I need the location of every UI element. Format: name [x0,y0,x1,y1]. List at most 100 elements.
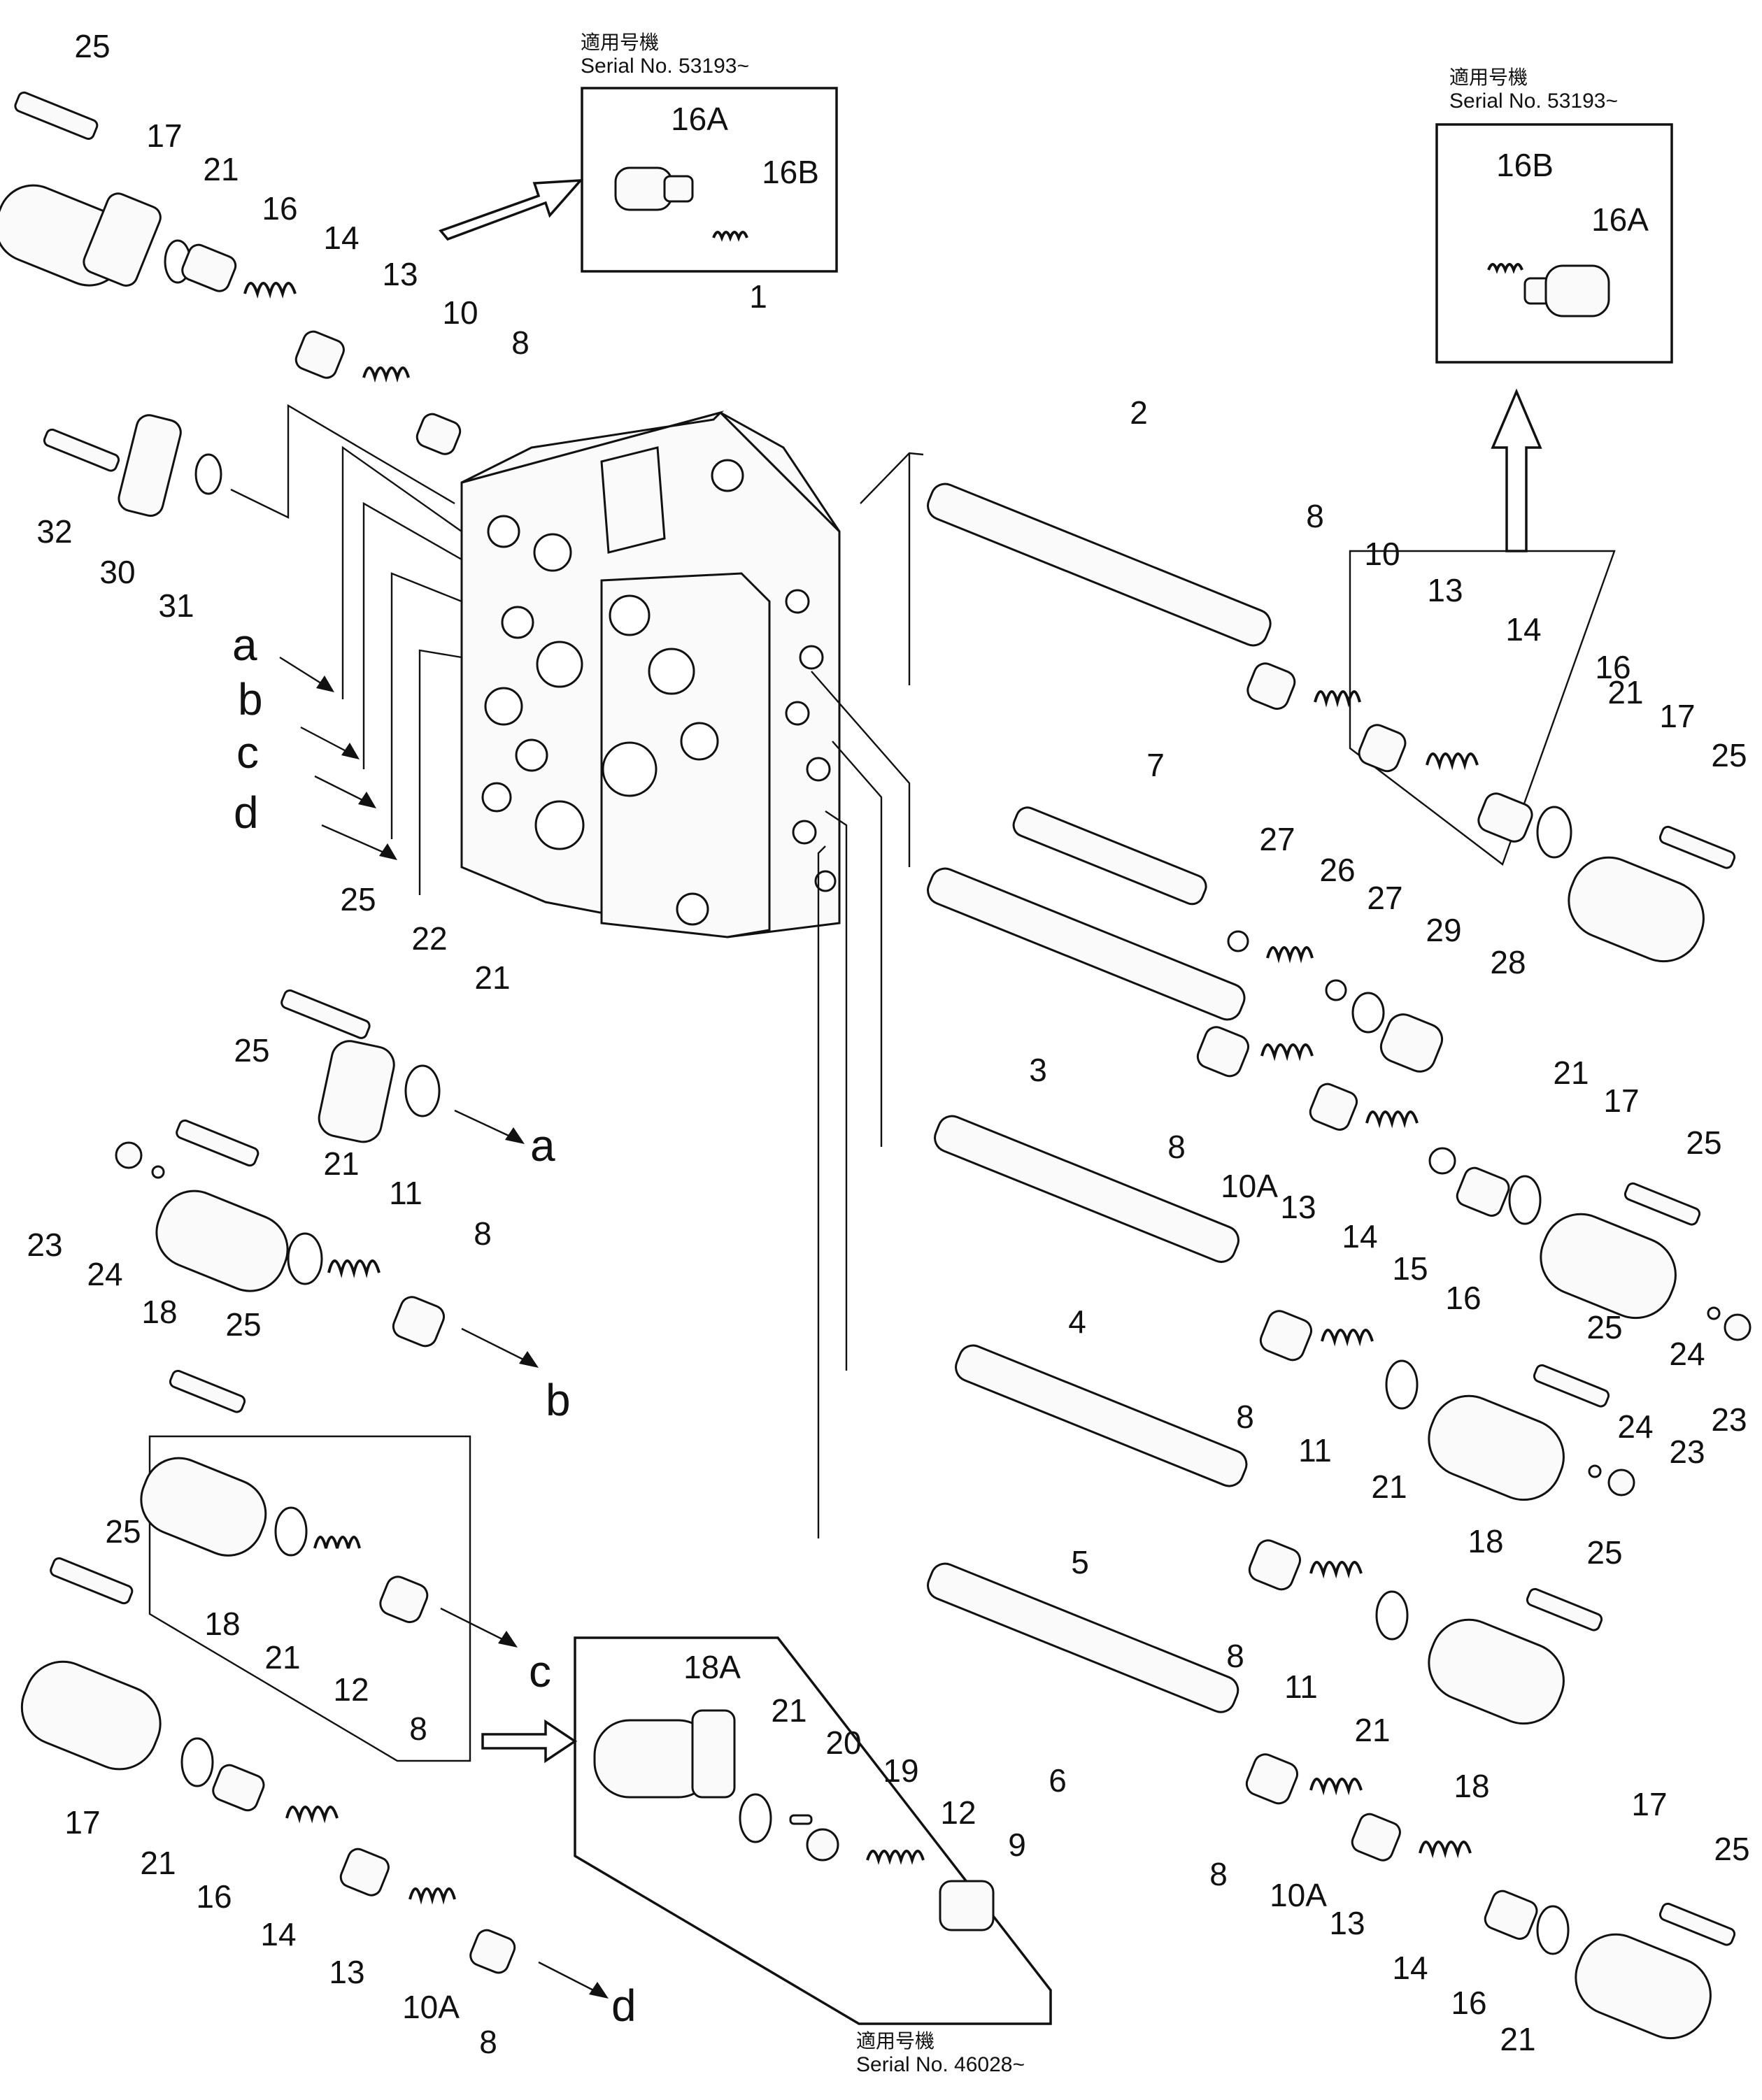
seat-13 [339,1848,390,1897]
part-number-label: 21 [203,151,239,187]
part-number-label: 8 [479,2024,497,2060]
spring-14 [243,282,297,299]
part-number-label: 18 [141,1294,177,1330]
part-16A-inset [614,166,694,211]
part-number-label: 17 [1603,1083,1639,1119]
port-letter-d: d [611,1980,637,2031]
part-number-label: 21 [140,1845,176,1881]
o-ring-21 [274,1506,308,1557]
part-number-label: 17 [64,1804,100,1841]
part-number-label: 8 [1236,1399,1254,1435]
part-number-label: 26 [1319,852,1355,888]
part-number-label: 21 [474,959,510,996]
part-number-label: 20 [825,1724,861,1761]
right-assembly-row-3 [1196,1026,1752,1341]
part-number-label: 25 [1686,1124,1721,1161]
cover-assembly-30 [43,414,222,517]
spring-10 [362,366,410,383]
solenoid-18 [140,1457,267,1557]
top-left-assembly [0,91,462,455]
part-number-label: 23 [1669,1434,1705,1470]
part-16A-inset [1523,264,1610,317]
bolt-25 [169,1369,246,1413]
o-ring-21 [180,1737,214,1787]
serial-box-bottom: 適用号機 Serial No. 46028~ [574,1636,1052,2076]
part-number-label: 32 [36,513,72,550]
part-number-label: 25 [105,1513,141,1550]
part-number-label: 10A [402,1989,460,2025]
part-number-label: 21 [1607,674,1643,710]
part-number-label: 22 [411,920,447,957]
part-number-label: 11 [1284,1669,1318,1705]
o-ring-24 [151,1165,165,1179]
cover-22 [318,1040,395,1143]
part-number-label: 27 [1259,821,1295,857]
serial-label-jp: 適用号機 [856,2029,935,2052]
spool-2 [908,453,1272,685]
serial-box-top-center: 適用号機 Serial No. 53193~ [581,31,838,273]
plug-8 [469,1929,516,1974]
solenoid-assembly-18-c [140,1369,471,1762]
port-letter-a: a [232,620,257,670]
part-number-label: 21 [771,1692,807,1729]
serial-label-jp: 適用号機 [581,31,659,54]
arrow-to-right-inset [1491,388,1542,552]
part-number-label: 3 [1029,1052,1047,1088]
part-number-label: 21 [264,1639,300,1676]
o-ring-21 [739,1793,772,1843]
part-number-label: 15 [1392,1250,1428,1287]
spool-6 [927,1562,1239,1713]
solenoid-18 [155,1190,289,1292]
spring-11 [327,1259,381,1278]
part-number-label: 17 [146,117,182,154]
ball-19 [806,1828,839,1862]
part-number-label: 13 [1427,572,1463,608]
solenoid-17 [20,1660,162,1771]
part-number-label: 1 [749,278,767,315]
part-number-label: 16 [1451,1985,1486,2021]
part-number-label: 25 [74,28,110,64]
part-number-label: 14 [323,220,359,256]
part-number-label: 17 [1659,698,1695,734]
part-number-label: 24 [1669,1336,1705,1372]
part-number-label: 23 [1711,1401,1747,1438]
right-assembly-row-4 [1259,1310,1635,1501]
part-number-label: 25 [225,1306,261,1343]
part-number-label: 2 [1130,394,1148,431]
bottom-left-assembly [20,1557,516,1974]
part-number-label: 10 [442,294,478,331]
port-arrows [279,656,609,1999]
spring-10A [408,1887,456,1905]
sleeve-9 [939,1880,995,1931]
part-number-label: 25 [1714,1831,1749,1867]
spring-12 [866,1850,925,1865]
part-number-label: 14 [1505,611,1541,648]
part-number-label: 25 [1711,737,1747,773]
part-number-label: 17 [1631,1786,1667,1822]
part-number-label: 30 [99,554,135,590]
part-number-label: 21 [1371,1469,1407,1505]
part-number-label: 16 [1445,1280,1481,1316]
part-number-label: 25 [1586,1309,1622,1345]
part-number-label: 18A [683,1649,741,1685]
part-number-label: 16 [262,190,297,227]
seat-13 [294,330,345,379]
part-number-label: 14 [1392,1950,1428,1986]
part-number-label: 8 [1226,1638,1244,1674]
part-number-label: 13 [1329,1905,1365,1941]
part-number-label: 9 [1008,1827,1026,1863]
plug-8 [415,413,462,455]
part-number-label: 16 [196,1878,232,1915]
serial-label-jp: 適用号機 [1449,66,1528,89]
part-number-label: 8 [511,324,530,361]
part-number-label: 8 [409,1710,427,1747]
part-number-label: 8 [1209,1856,1228,1892]
part-number-label: 29 [1426,912,1461,948]
part-number-label: 21 [1500,2021,1535,2057]
part-number-label: 11 [389,1175,422,1211]
part-number-label: 10 [1364,536,1400,572]
part-number-label: 23 [27,1227,62,1263]
part-number-label: 5 [1071,1544,1089,1580]
valve-16 [212,1764,265,1812]
